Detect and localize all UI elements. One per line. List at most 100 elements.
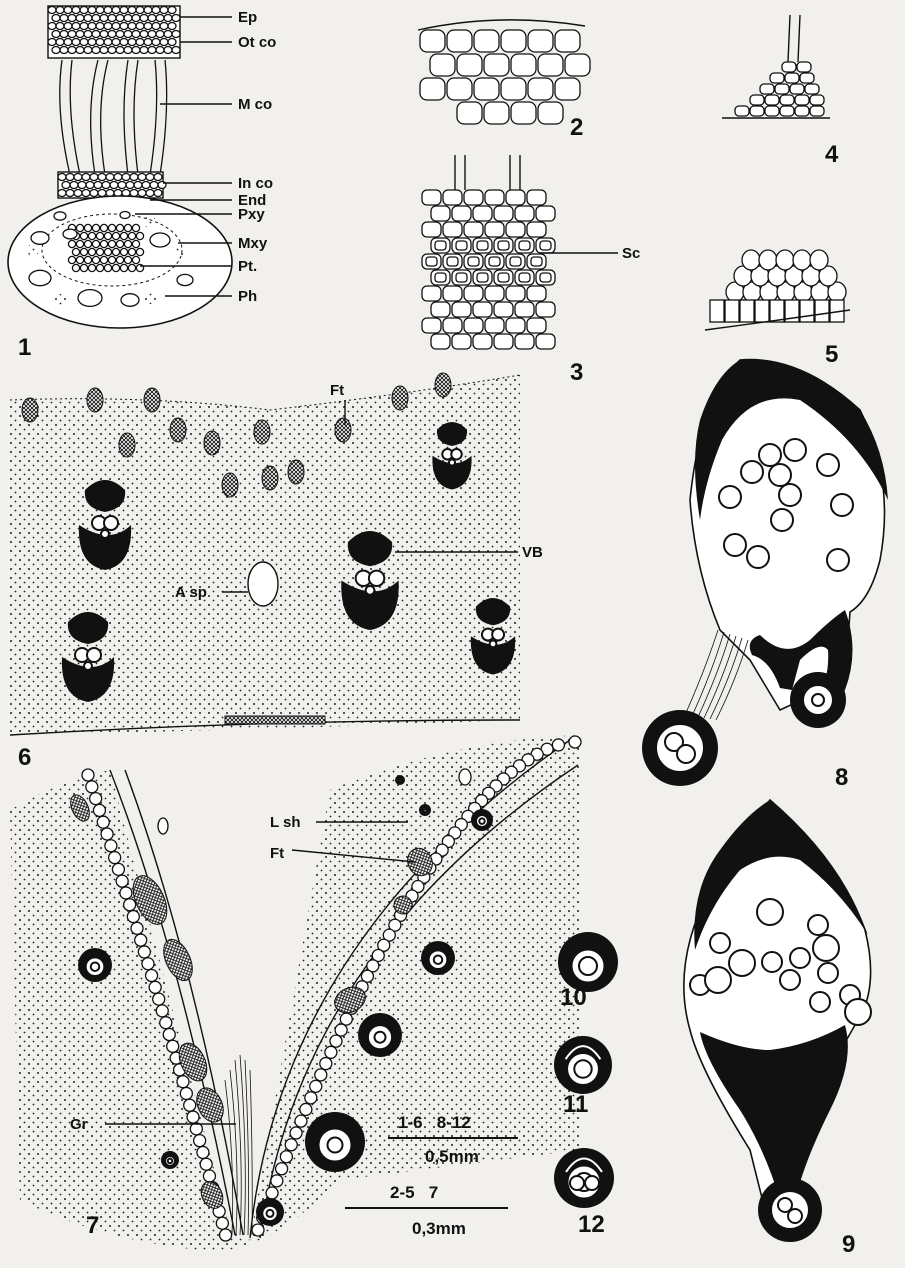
label-in-co: In co [238, 175, 273, 192]
epidermal-cell [528, 30, 553, 52]
hair-base-cell [795, 106, 809, 116]
sheath-cell [112, 863, 124, 875]
cortex-cell [108, 15, 116, 22]
inner-cortex-cell [74, 190, 82, 197]
pith-cell [112, 264, 119, 271]
figure-number-6: 6 [18, 744, 31, 771]
metaxylem-vessel [780, 970, 800, 990]
epidermal-cell [555, 78, 580, 100]
cortex-cell [92, 47, 100, 54]
protoxylem [84, 662, 92, 670]
sheath-cell [86, 781, 98, 793]
parenchyma-cell [536, 334, 555, 349]
pith-cell [68, 240, 75, 247]
figure-number-12: 12 [578, 1211, 605, 1238]
cortex-cell [64, 7, 72, 14]
cortex-cell [68, 15, 76, 22]
parenchyma-cell [527, 222, 546, 237]
parenchyma-cell [527, 286, 546, 301]
scale-bar-1-figures: 1-6 8-12 [398, 1113, 471, 1132]
sheath-cell [220, 1229, 232, 1241]
sheath-cell [552, 739, 564, 751]
cortex-cell [100, 31, 108, 38]
epidermal-cell [420, 30, 445, 52]
inner-cortex-cell [82, 174, 90, 181]
cortex-cell [76, 47, 84, 54]
cortex-cell [100, 47, 108, 54]
xylem-vessel [369, 571, 384, 586]
fibre-strand [435, 373, 451, 397]
cortex-cell [128, 7, 136, 14]
epidermal-cell [511, 54, 536, 76]
hair-base-cell [750, 106, 764, 116]
xylem-vessel [399, 779, 402, 782]
parenchyma-cell [527, 190, 546, 205]
scale-bar-1-length: 0,5mm [425, 1147, 479, 1166]
pith-cell [104, 264, 111, 271]
pith-cell [84, 224, 91, 231]
inner-cortex-cell [150, 182, 158, 189]
epidermal-cell [776, 250, 794, 270]
cortex-cell [72, 7, 80, 14]
cortex-cell [108, 31, 116, 38]
palisade-cell [770, 300, 784, 322]
pith-cell [96, 232, 103, 239]
pith-cell [88, 232, 95, 239]
epidermal-cell [457, 54, 482, 76]
sclerenchyma-lumen [489, 257, 500, 266]
fibre-strand [170, 418, 186, 442]
metaxylem-vessel [747, 546, 769, 568]
sclerenchyma-lumen [456, 273, 467, 282]
parenchyma-cell [422, 286, 441, 301]
parenchyma-cell [485, 318, 504, 333]
palisade-cell [725, 300, 739, 322]
pith-cell [84, 240, 91, 247]
inner-cortex-cell [66, 174, 74, 181]
fibre-strand [204, 431, 220, 455]
cortex-cell [92, 31, 100, 38]
inner-cortex-cell [110, 182, 118, 189]
epidermal-cell [538, 54, 563, 76]
inner-cortex-cell [130, 174, 138, 181]
xylem-vessel [677, 745, 695, 763]
parenchyma-cell [515, 334, 534, 349]
hair-base-cell [765, 95, 779, 105]
cortex-cell [68, 31, 76, 38]
cortex-cell [60, 15, 68, 22]
xylem-vessel [570, 1176, 584, 1190]
cortex-cell [104, 23, 112, 30]
pith-cell [136, 248, 143, 255]
air-space [459, 769, 471, 785]
label-gr: Gr [70, 1116, 88, 1133]
xylem-vessel [479, 818, 485, 824]
pith-cell [80, 264, 87, 271]
phloem-cluster [174, 246, 186, 258]
xylem-vessel [424, 809, 427, 812]
metaxylem-vessel [779, 484, 801, 506]
sclerenchyma-lumen [435, 273, 446, 282]
cortex-cell [144, 7, 152, 14]
pith-cell [104, 248, 111, 255]
cortex-cell [156, 47, 164, 54]
figure-number-4: 4 [825, 141, 839, 168]
hair-wall [788, 15, 790, 62]
parenchyma-cell [464, 286, 483, 301]
xylem-vessel [788, 1209, 802, 1223]
pith-cell [76, 240, 83, 247]
label-l-sh: L sh [270, 814, 301, 831]
figure-1-root-section: Ep Ot co M co In co End Pxy Mxy Pt. Ph 1 [8, 6, 276, 361]
xylem-vessel [121, 294, 139, 307]
cortex-cell [148, 31, 156, 38]
hair-base-cell [785, 73, 799, 83]
parenchyma-cell [536, 302, 555, 317]
xylem-vessel [579, 957, 597, 975]
figures-10-12-bundles: 10 11 12 [554, 932, 618, 1238]
metaxylem-vessel [769, 464, 791, 486]
parenchyma-cell [485, 286, 504, 301]
figure-7-leaf-sheath: L sh Ft Gr 7 [10, 735, 581, 1251]
sclerenchyma-lumen [510, 257, 521, 266]
hair-base-cell [780, 95, 794, 105]
palisade-cell [815, 300, 829, 322]
pith-cell [116, 240, 123, 247]
cortex-cell [104, 39, 112, 46]
